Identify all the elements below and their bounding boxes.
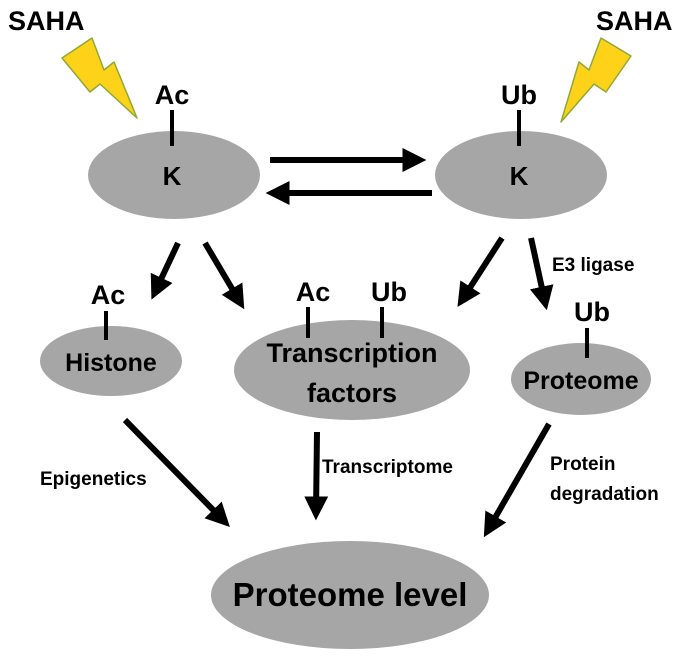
ubiquitin-mark-label: Ub [501, 80, 537, 110]
proteome-level-label: Proteome level [233, 576, 468, 613]
saha-left-label: SAHA [8, 6, 85, 36]
histone-acetyl-label: Ac [91, 280, 126, 310]
arrow-k-to-tf [202, 241, 245, 310]
proteome-label: Proteome [523, 367, 638, 395]
histone-label: Histone [65, 349, 157, 377]
arrow-k-to-histone [150, 241, 181, 300]
lysine-acetylated-node: Ac K [88, 80, 260, 219]
epigenetics-label: Epigenetics [40, 469, 147, 490]
protein-degradation-label-line1: Protein [550, 454, 615, 475]
proteome-level-node: Proteome level [211, 541, 489, 649]
protein-degradation-label-line2: degradation [550, 484, 659, 505]
lysine-label: K [510, 161, 529, 191]
tf-acetyl-label: Ac [296, 277, 331, 307]
lightning-right-icon [560, 37, 632, 123]
histone-node: Ac Histone [40, 280, 182, 396]
e3-ligase-label: E3 ligase [552, 255, 634, 276]
lightning-left-icon [61, 37, 138, 119]
transcriptome-label: Transcriptome [322, 457, 453, 478]
proteome-ubiquitin-label: Ub [574, 297, 610, 327]
lysine-ubiquitinated-node: Ub K [435, 80, 607, 219]
tf-ubiquitin-label: Ub [371, 277, 407, 307]
arrow-proteome-to-proteome-level [483, 422, 552, 538]
saha-right-label: SAHA [596, 6, 673, 36]
tf-label-line1: Transcription [266, 338, 437, 368]
arrow-tf-to-proteome-level [304, 431, 329, 521]
arrow-histone-to-proteome-level [122, 417, 230, 527]
transcription-factors-node: Ac Ub Transcription factors [234, 277, 470, 420]
tf-label-line2: factors [307, 378, 397, 408]
proteome-node: Ub Proteome [511, 297, 651, 415]
arrow-ub-k-to-proteome [528, 237, 554, 311]
acetyl-mark-label: Ac [155, 80, 190, 110]
arrow-ub-k-to-tf [457, 236, 505, 308]
lysine-label: K [163, 161, 182, 191]
